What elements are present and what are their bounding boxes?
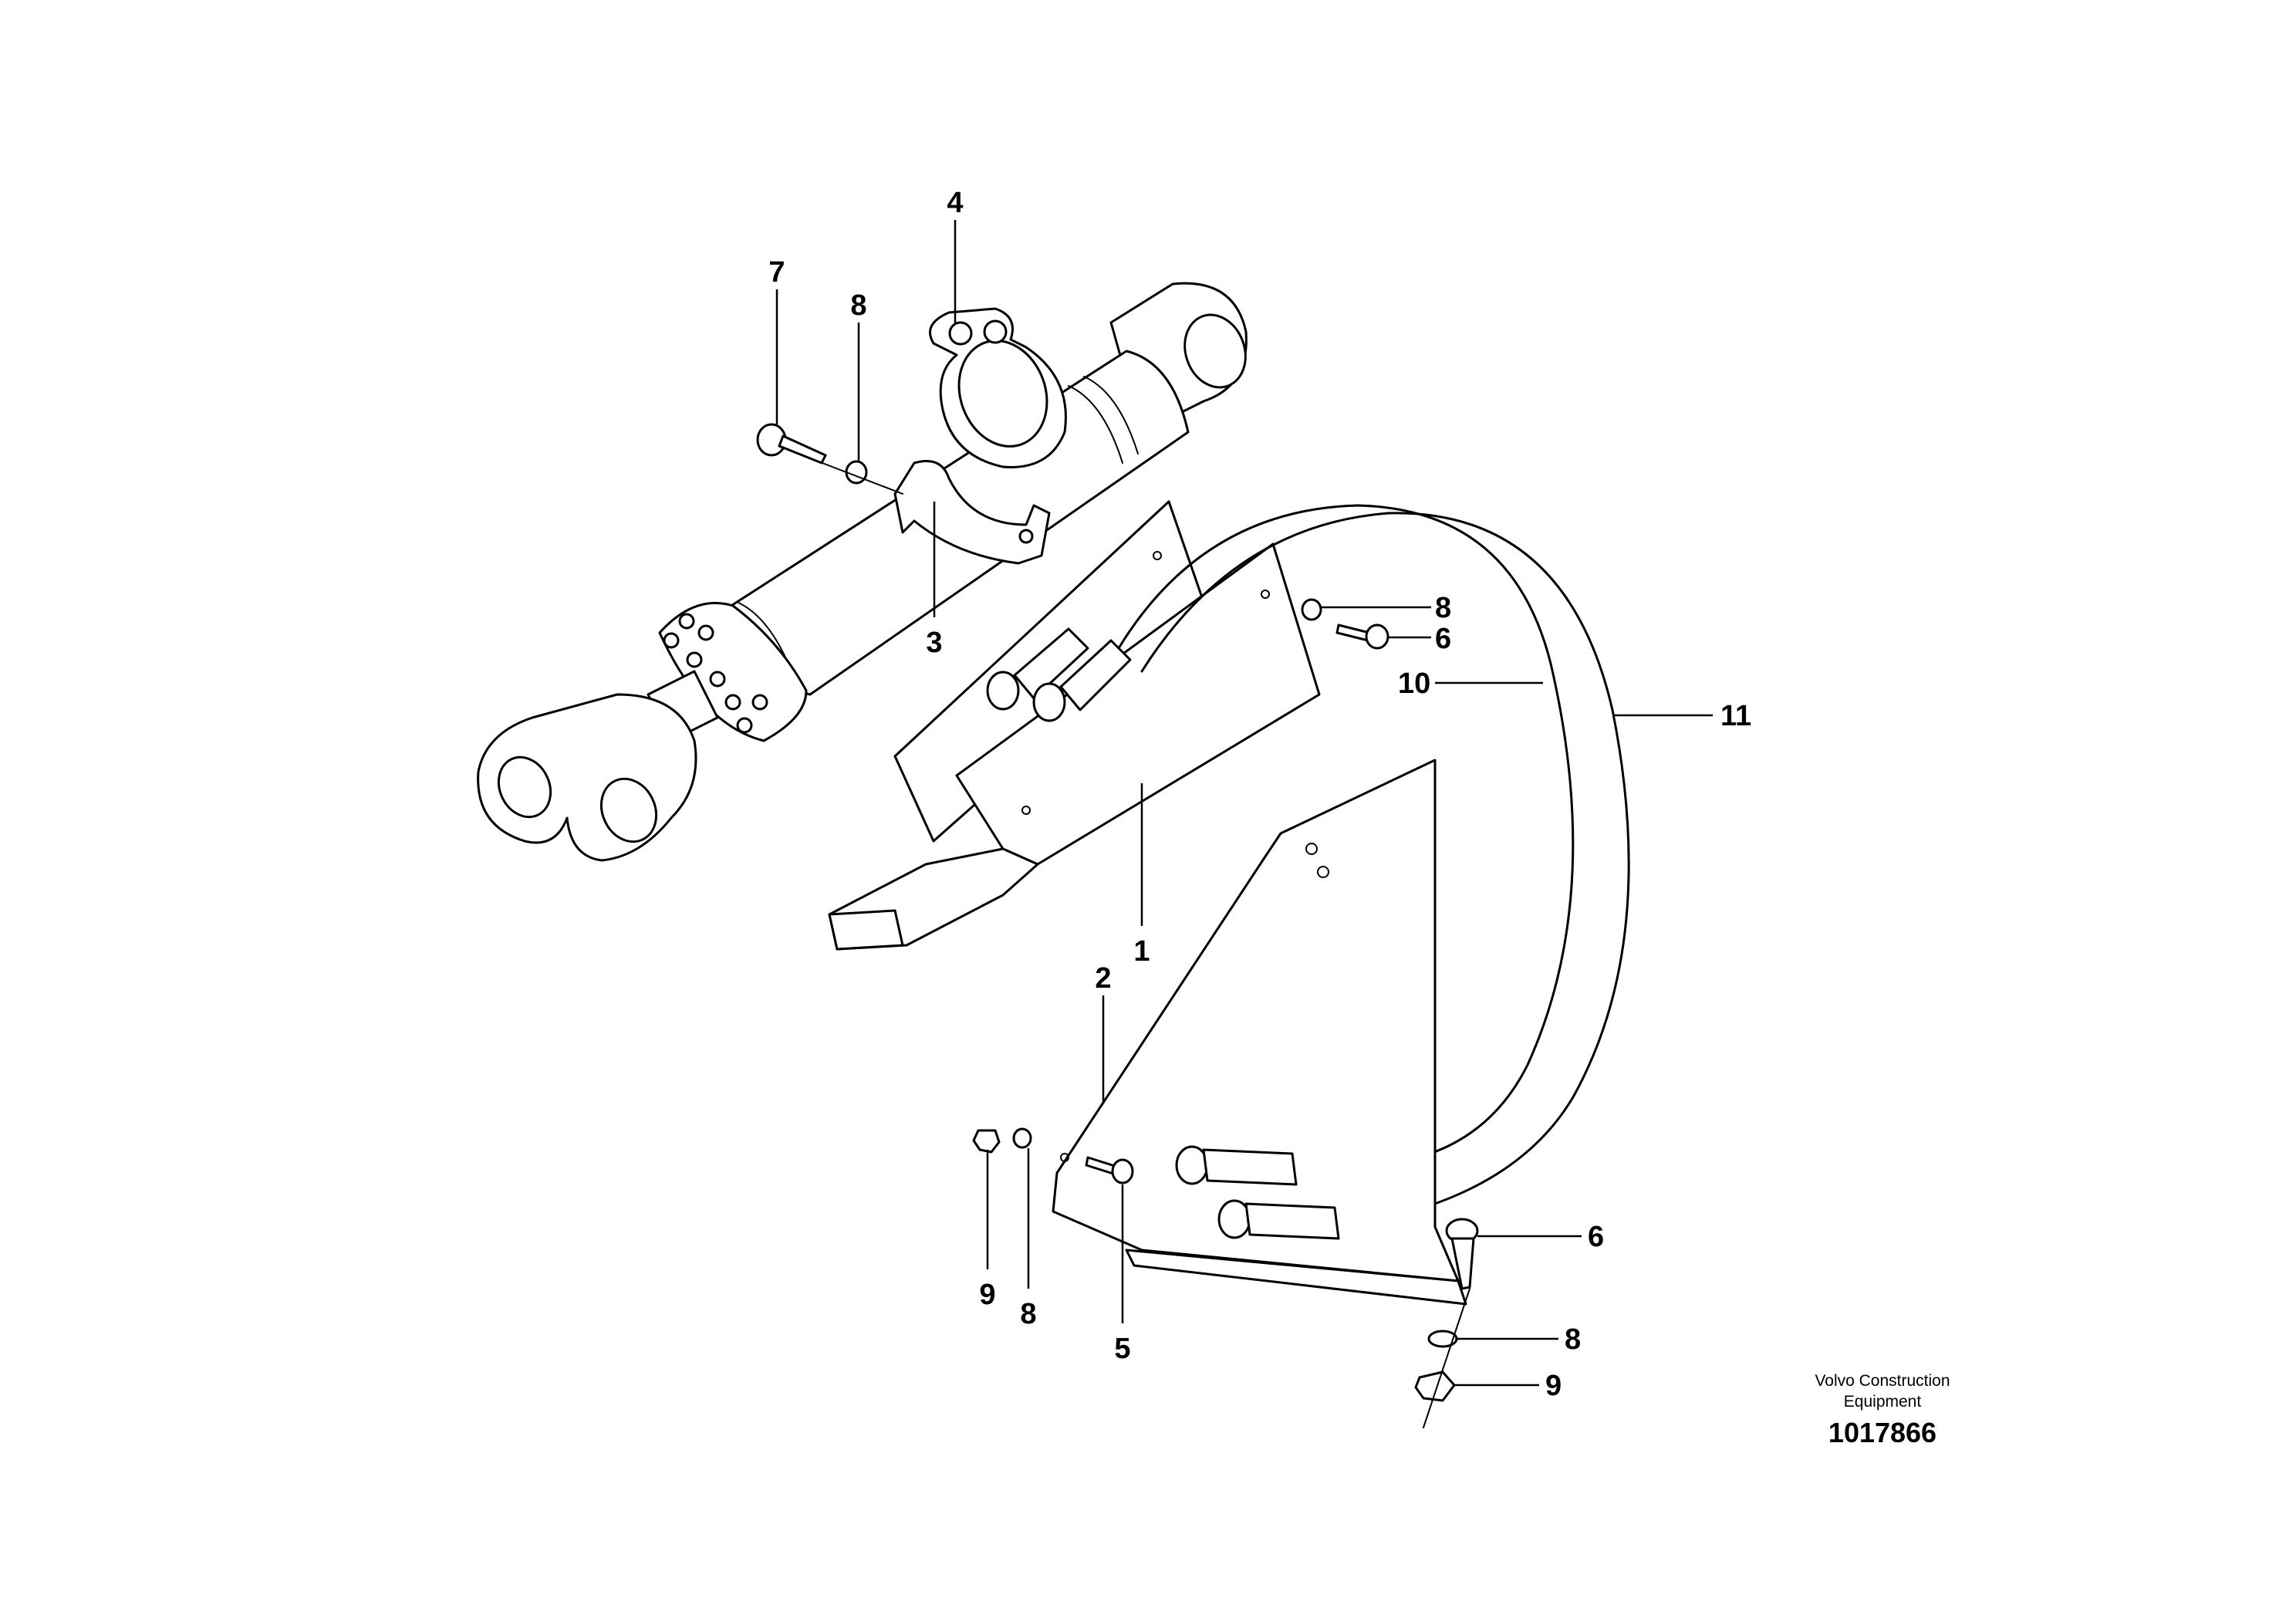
leader-lines: [775, 220, 1713, 1387]
nut-9-lower: [1414, 1370, 1456, 1402]
clamp-upper: [929, 307, 1067, 468]
callout-1: 1: [1133, 935, 1150, 968]
callout-4: 4: [947, 187, 963, 219]
callout-8-right: 8: [1435, 592, 1451, 624]
callout-3: 3: [926, 627, 942, 659]
publisher-credit: Volvo Construction Equipment 1017866: [1767, 1370, 1998, 1449]
credit-line-1: Volvo Construction: [1815, 1372, 1950, 1390]
assembly-axis-line: [1423, 1288, 1470, 1428]
callout-2: 2: [1095, 962, 1111, 995]
assembly-axis-line-top: [805, 456, 903, 495]
callout-6-upper: 6: [1435, 623, 1451, 655]
drawing-number: 1017866: [1828, 1417, 1937, 1448]
callout-10: 10: [1398, 667, 1430, 700]
callout-8-left: 8: [1020, 1298, 1036, 1330]
callout-9-lower: 9: [1545, 1370, 1562, 1402]
bracket-2: [1052, 759, 1467, 1306]
gland-bolts: [663, 613, 768, 734]
washer-8-top: [845, 460, 868, 485]
callout-8-top: 8: [850, 289, 866, 322]
callouts: 4 7 8 3 1 2 8 6 10 11 9 8 5 6 8 9: [768, 187, 1751, 1402]
bolt-7: [756, 423, 827, 465]
washer-8-left: [1012, 1127, 1032, 1149]
bolt-6-lower: [1445, 1218, 1479, 1290]
credit-line-2: Equipment: [1843, 1393, 1922, 1411]
callout-6-lower: 6: [1588, 1221, 1604, 1253]
nut-9-left: [972, 1129, 1001, 1154]
hose-10: [1117, 504, 1575, 1168]
bracket-1: [828, 500, 1321, 951]
callout-8-lower: 8: [1565, 1323, 1581, 1356]
washer-8-right: [1301, 598, 1322, 621]
callout-9-left: 9: [979, 1279, 995, 1311]
bolt-6-upper: [1335, 623, 1389, 650]
callout-5: 5: [1114, 1333, 1130, 1365]
callout-7: 7: [768, 256, 785, 289]
callout-11: 11: [1720, 700, 1751, 732]
bolt-5: [1085, 1156, 1134, 1184]
hose-11: [1140, 512, 1630, 1225]
clamp-lower: [893, 460, 1051, 565]
